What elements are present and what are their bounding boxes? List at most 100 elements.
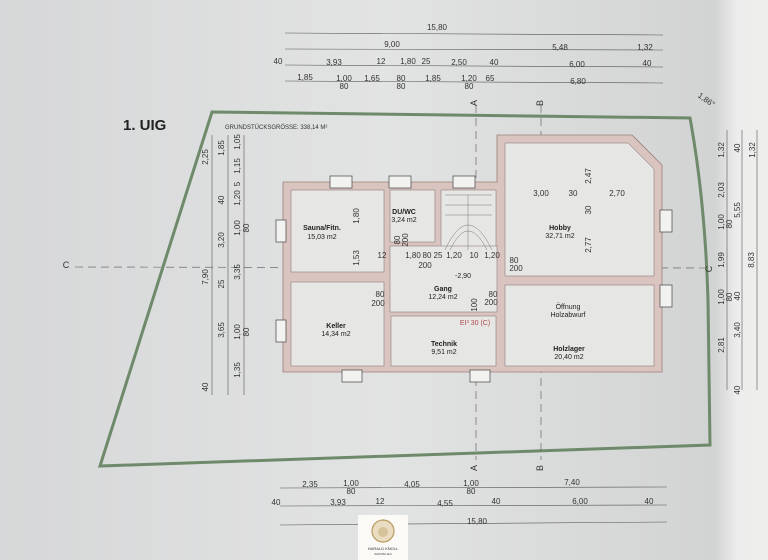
dimension: 200 <box>401 233 410 247</box>
right-dimensions: 1,32 2,03 1,00 80 1,99 1,00 80 2,81 40 4… <box>717 142 757 395</box>
plot-area-label: GRUNDSTÜCKSGRÖSSE: 338,14 M² <box>225 124 327 131</box>
dimension: 40 <box>201 382 210 391</box>
dimension: 40 <box>733 291 742 300</box>
room-area: 15,03 m2 <box>307 234 336 241</box>
dimension: 1,65 <box>364 74 380 83</box>
dimension: 2,25 <box>201 149 210 165</box>
dimension: 15,80 <box>467 517 488 526</box>
dimension: 1,99 <box>717 252 726 268</box>
dimension: 2,50 <box>451 58 467 67</box>
dimension: 80 <box>393 235 402 244</box>
room-area: 20,40 m2 <box>554 354 583 361</box>
room-area: 3,24 m2 <box>391 217 416 224</box>
room-name: Holzlager <box>553 346 585 353</box>
room-name: DU/WC <box>392 209 416 216</box>
dimension: 4,05 <box>404 480 420 489</box>
left-dimensions: 2,25 7,90 40 1,85 40 3,20 25 3,65 1,05 1… <box>201 134 251 392</box>
room-du-wc <box>389 189 436 243</box>
dimension: 1,32 <box>637 43 653 52</box>
dimension: 40 <box>733 143 742 152</box>
dimension: 2,77 <box>584 237 593 253</box>
dimension: 80 <box>242 327 251 336</box>
dimension: 1,53 <box>352 250 361 266</box>
dimension: 200 <box>418 261 432 270</box>
dimension: 2,81 <box>717 337 726 353</box>
dimension: 12 <box>378 251 387 260</box>
dimension: 5 <box>233 181 242 186</box>
left-dimension-lines <box>211 135 245 395</box>
dimension: 40 <box>274 57 283 66</box>
dimension: 80 <box>397 74 406 83</box>
section-mark-c: C <box>704 265 714 272</box>
dimension: 1,80 <box>400 57 416 66</box>
dimension: 12 <box>377 57 386 66</box>
fire-rating-label: EI³ 30 (C) <box>460 320 490 327</box>
dimension: 30 <box>584 205 593 214</box>
dimension: 4,55 <box>437 499 453 508</box>
dimension: 80 <box>242 223 251 232</box>
dimension: 8,83 <box>747 252 756 268</box>
dimension: 40 <box>272 498 281 507</box>
dimension: 100 <box>470 298 479 312</box>
room-area: 9,51 m2 <box>431 349 456 356</box>
dimension: 80 <box>489 290 498 299</box>
dimension: 1,00 <box>336 74 352 83</box>
dimension: 1,80 <box>352 208 361 224</box>
inner-dimensions: 3,00 30 2,70 2,47 30 2,77 12 1,80 80 25 … <box>352 168 625 312</box>
dimension: 6,00 <box>572 497 588 506</box>
logo-text: HARALD KNOLL <box>368 546 399 551</box>
room-keller <box>290 281 385 367</box>
room-hobby <box>504 142 655 277</box>
room-name: Keller <box>326 323 346 330</box>
room-area: 12,24 m2 <box>428 294 457 301</box>
dimension: 1,00 <box>343 479 359 488</box>
company-logo: HARALD KNOLL IMMOBILIEN <box>358 515 408 560</box>
windows <box>275 175 673 383</box>
dimension: 3,40 <box>733 322 742 338</box>
plot-boundary <box>97 110 712 468</box>
dimension: 1,00 <box>717 214 726 230</box>
dimension: 1,32 <box>717 142 726 158</box>
section-mark-a: A <box>469 100 479 106</box>
room-area: 14,34 m2 <box>321 331 350 338</box>
dimension: 25 <box>422 57 431 66</box>
room-name: Sauna/Fitn. <box>303 225 341 232</box>
dimension: 80 <box>340 82 349 91</box>
room-area: 32,71 m2 <box>545 233 574 240</box>
dimension: 25 <box>434 251 443 260</box>
room-name: Hobby <box>549 225 571 232</box>
staircase <box>440 189 497 253</box>
room-sauna <box>290 189 385 273</box>
dimension: 40 <box>643 59 652 68</box>
dimension: 80 <box>510 256 519 265</box>
level-label: -2,90 <box>455 273 471 280</box>
dimension: 1,20 <box>461 74 477 83</box>
dimension: 25 <box>217 279 226 288</box>
dimension: 40 <box>492 497 501 506</box>
dimension: 2,03 <box>717 182 726 198</box>
section-mark-b: B <box>535 100 545 106</box>
opening-note: Öffnung <box>556 303 581 311</box>
dimension: 3,20 <box>217 232 226 248</box>
dimension: 15,80 <box>427 23 448 32</box>
bottom-dimension-lines <box>279 486 668 526</box>
dimension: 80 <box>467 487 476 496</box>
floor-title: 1. UIG <box>123 117 166 134</box>
dimension: 30 <box>569 189 578 198</box>
section-marks: A A B B C C <box>63 100 714 471</box>
dimension: 1,85 <box>425 74 441 83</box>
dimension: 80 <box>423 251 432 260</box>
room-labels: Sauna/Fitn. 15,03 m2 DU/WC 3,24 m2 Hobby… <box>303 91 717 361</box>
dimension: 80 <box>725 292 734 301</box>
dimension: 40 <box>490 58 499 67</box>
dimension: 10 <box>470 251 479 260</box>
dimension: 80 <box>397 82 406 91</box>
logo-subtext: IMMOBILIEN <box>374 552 392 556</box>
dimension: 5,55 <box>733 202 742 218</box>
room-holzlager <box>504 284 655 367</box>
room-name: Technik <box>431 341 457 348</box>
bottom-dimensions: 2,35 1,00 80 4,05 1,00 80 7,40 40 3,93 1… <box>272 478 654 526</box>
dimension: 7,40 <box>564 478 580 487</box>
dimension: 2,35 <box>302 480 318 489</box>
